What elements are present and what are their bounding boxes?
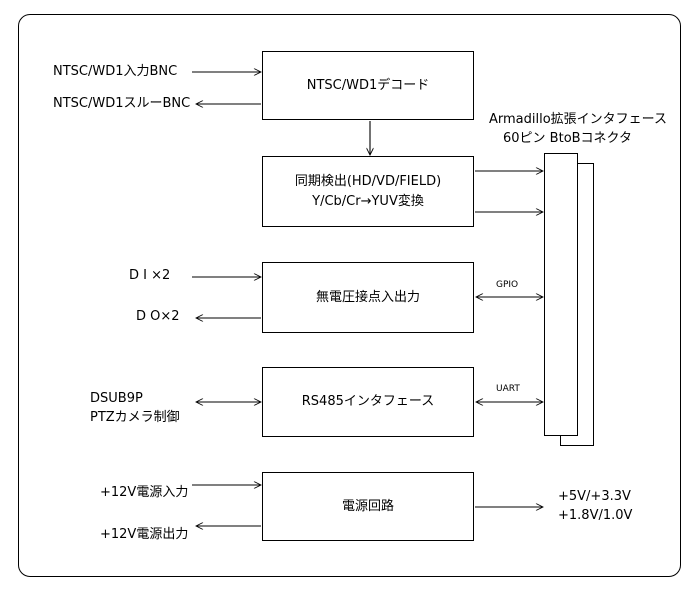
sync-block: 同期検出(HD/VD/FIELD) Y/Cb/Cr→YUV変換 xyxy=(262,156,474,227)
connector-label-line2: 60ピン BtoBコネクタ xyxy=(503,131,633,146)
connector-label-line1: Armadillo拡張インタフェース xyxy=(489,112,668,127)
rs485-label: RS485インタフェース xyxy=(301,394,435,409)
uart-label: UART xyxy=(496,384,520,394)
diagram-frame xyxy=(18,14,681,577)
gpio-label: GPIO xyxy=(496,280,519,290)
power-block: 電源回路 xyxy=(262,472,474,541)
dsub-label-line1: DSUB9P xyxy=(90,391,143,406)
pwr-in-label: +12V電源入力 xyxy=(100,485,189,500)
decoder-block: NTSC/WD1デコード xyxy=(262,51,474,120)
pwr-out-label: +12V電源出力 xyxy=(100,527,189,542)
rail-label-2: +1.8V/1.0V xyxy=(558,508,633,523)
ntsc-thru-label: NTSC/WD1スルーBNC xyxy=(53,96,191,111)
decoder-label: NTSC/WD1デコード xyxy=(306,77,430,93)
rail-label-1: +5V/+3.3V xyxy=(558,489,631,504)
power-label: 電源回路 xyxy=(341,498,394,514)
io-label: 無電圧接点入出力 xyxy=(315,289,420,305)
io-block: 無電圧接点入出力 xyxy=(262,262,474,333)
di-label: D I ×2 xyxy=(129,268,171,283)
dsub-label-line2: PTZカメラ制御 xyxy=(90,410,180,425)
sync-label-line2: Y/Cb/Cr→YUV変換 xyxy=(312,193,424,209)
do-label: D O×2 xyxy=(136,309,180,324)
sync-label-line1: 同期検出(HD/VD/FIELD) xyxy=(294,173,442,189)
connector-front xyxy=(544,153,578,436)
ntsc-in-label: NTSC/WD1入力BNC xyxy=(53,64,178,79)
rs485-block: RS485インタフェース xyxy=(262,367,474,437)
